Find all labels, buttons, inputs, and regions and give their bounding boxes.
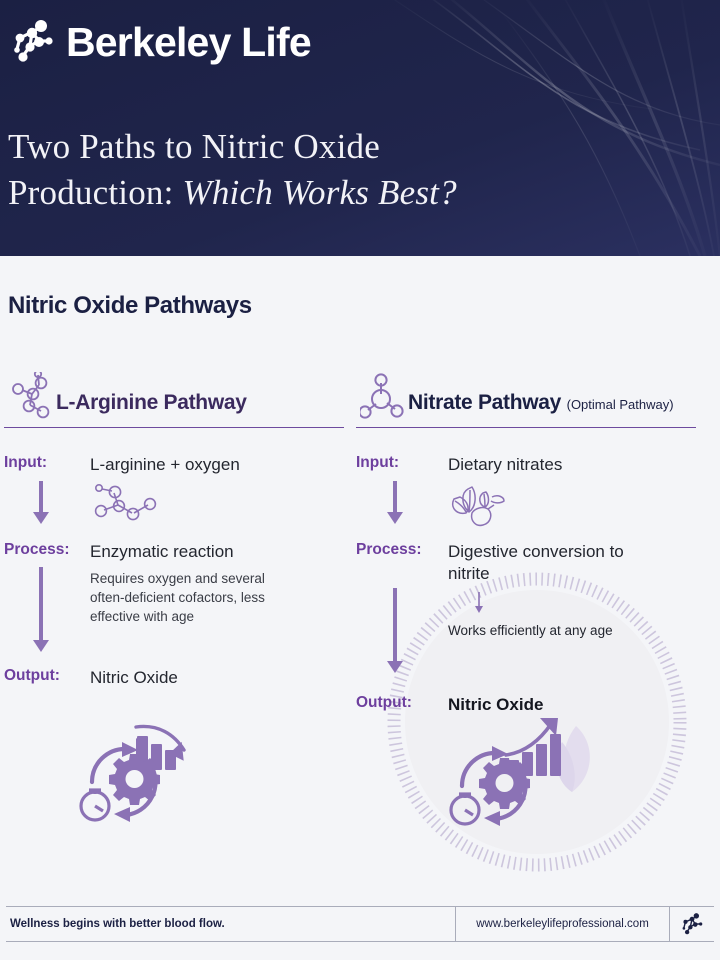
arrow-down-icon — [387, 481, 403, 525]
row-label-output: Output: — [356, 693, 412, 711]
row-subtext-process: Requires oxygen and several often-defici… — [90, 570, 265, 624]
gear-cycle-declining-bars-stopwatch-icon — [79, 724, 186, 822]
pathway-rows-nitrate: Input: Dietary nitrates — [356, 454, 696, 715]
pathway-title-nitrate: Nitrate Pathway (Optimal Pathway) — [408, 391, 674, 415]
molecule-chain-icon — [12, 372, 50, 419]
row-process: Process: Digestive conversion to nitrite — [356, 541, 696, 584]
page-header: Berkeley Life Two Paths to Nitric Oxide … — [0, 0, 720, 256]
row-label-process: Process: — [4, 541, 70, 559]
row-value-output: Nitric Oxide — [448, 694, 544, 714]
row-value-input: L-arginine + oxygen — [90, 455, 240, 474]
molecule-icon — [94, 484, 157, 521]
molecule-logo-icon — [14, 20, 53, 62]
row-value-process: Enzymatic reaction — [90, 542, 234, 562]
pathway-header-l-arginine: L-Arginine Pathway — [4, 370, 344, 428]
row-label-output: Output: — [4, 666, 60, 684]
molecule-logo-icon — [682, 913, 703, 935]
pathway-rows-l-arginine: Input: L-arginine + oxygen — [4, 454, 344, 688]
pathway-column-l-arginine: L-Arginine Pathway Input: L-arginine + o… — [4, 370, 344, 688]
row-output: Output: Nitric Oxide — [356, 694, 696, 715]
arrow-down-icon — [33, 481, 49, 525]
footer-website-url[interactable]: www.berkeleylifeprofessional.com — [456, 907, 670, 941]
row-value-input: Dietary nitrates — [448, 455, 563, 474]
row-input: Input: L-arginine + oxygen — [4, 454, 344, 475]
row-value-process: Digestive conversion to nitrite — [448, 542, 624, 583]
brand-name: Berkeley Life — [66, 18, 312, 65]
page-footer: Wellness begins with better blood flow. … — [6, 906, 714, 942]
row-label-process: Process: — [356, 541, 422, 559]
page-title: Two Paths to Nitric Oxide Production: Wh… — [8, 124, 608, 216]
footer-tagline: Wellness begins with better blood flow. — [6, 907, 456, 941]
arrow-down-icon — [33, 566, 49, 652]
pathway-column-nitrate: Nitrate Pathway (Optimal Pathway) Input:… — [356, 370, 696, 715]
pathway-title-nitrate-main: Nitrate Pathway — [408, 391, 562, 414]
headline-line-2-plain: Production: — [8, 173, 183, 213]
row-subtext-process: Works efficiently at any age — [448, 622, 613, 638]
row-value-output: Nitric Oxide — [90, 667, 178, 687]
row-process: Process: Enzymatic reaction — [4, 541, 344, 562]
headline-line-1: Two Paths to Nitric Oxide — [8, 127, 380, 166]
beet-greens-icon — [452, 486, 505, 527]
brand-logo: Berkeley Life — [8, 16, 312, 68]
pathway-header-nitrate: Nitrate Pathway (Optimal Pathway) — [356, 370, 696, 428]
section-title: Nitric Oxide Pathways — [8, 292, 252, 319]
row-label-input: Input: — [356, 454, 400, 471]
row-output: Output: Nitric Oxide — [4, 667, 344, 688]
pathway-badge-optimal: (Optimal Pathway) — [566, 397, 674, 412]
arrow-down-small-icon — [475, 591, 483, 613]
headline-line-2: Production: Which Works Best? — [8, 170, 608, 216]
molecule-triad-icon — [360, 373, 404, 419]
headline-line-2-italic: Which Works Best? — [182, 173, 457, 213]
footer-logo — [670, 907, 714, 941]
gear-cycle-rising-bars-stopwatch-leaf-icon — [449, 718, 590, 826]
pathway-title-l-arginine: L-Arginine Pathway — [56, 391, 247, 414]
arrow-down-icon — [387, 587, 403, 673]
row-input: Input: Dietary nitrates — [356, 454, 696, 475]
row-label-input: Input: — [4, 454, 48, 471]
